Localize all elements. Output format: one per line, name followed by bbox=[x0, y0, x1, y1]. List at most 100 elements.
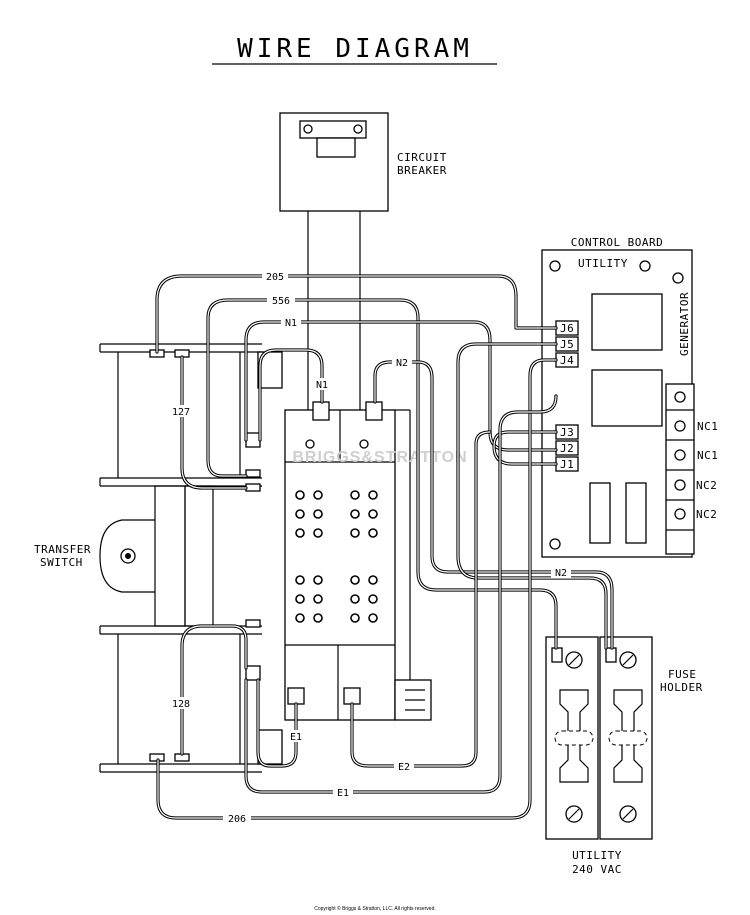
circuit-breaker-label-1: CIRCUIT bbox=[397, 151, 447, 164]
wire-label-n2-top: N2 bbox=[396, 358, 408, 369]
watermark: BRIGGS&STRATTON bbox=[292, 449, 467, 466]
relay-small bbox=[625, 482, 647, 544]
terminal-hole-icon bbox=[368, 594, 378, 604]
fuse-icon bbox=[559, 689, 589, 783]
coil-terminal bbox=[245, 469, 261, 478]
j4-label: J4 bbox=[560, 354, 574, 367]
j5-label: J5 bbox=[560, 338, 574, 351]
fuse-holder: FUSE HOLDER UTILITY 240 VAC bbox=[545, 636, 703, 876]
coil-terminal bbox=[245, 483, 261, 492]
mount-hole-icon bbox=[672, 272, 684, 284]
nc2-label-b: NC2 bbox=[696, 508, 717, 521]
relay-generator bbox=[591, 369, 663, 427]
terminal-hole-icon bbox=[350, 575, 360, 585]
terminal-hole-icon bbox=[368, 575, 378, 585]
j1-label: J1 bbox=[560, 458, 574, 471]
transfer-switch: TRANSFER SWITCH bbox=[34, 343, 283, 773]
transfer-switch-label-1: TRANSFER bbox=[34, 543, 91, 556]
terminal-hole-icon bbox=[350, 490, 360, 500]
coil-terminal bbox=[245, 665, 261, 681]
fuse-holder-label-1: FUSE bbox=[668, 668, 697, 681]
nc-screw-icon bbox=[674, 391, 686, 403]
fuse-terminal bbox=[605, 647, 617, 663]
title-text: WIRE DIAGRAM bbox=[237, 34, 473, 64]
terminal-hole-icon bbox=[350, 594, 360, 604]
wire-label-127: 127 bbox=[172, 407, 190, 418]
fuse-holder-label-2: HOLDER bbox=[660, 681, 703, 694]
terminal-hole-icon bbox=[313, 613, 323, 623]
transfer-switch-center-frame bbox=[154, 485, 186, 627]
wire-labels: 205 556 N1 N1 N2 N2 127 128 E1 E1 E2 206 bbox=[168, 270, 571, 825]
terminal-j2[interactable] bbox=[555, 440, 579, 456]
terminal-hole-icon bbox=[295, 575, 305, 585]
wire-label-205: 205 bbox=[266, 272, 284, 283]
mount-hole-icon bbox=[549, 260, 561, 272]
wire-label-e2: E2 bbox=[398, 762, 410, 773]
transfer-switch-center-frame bbox=[184, 485, 214, 627]
circuit-breaker-label-2: BREAKER bbox=[397, 164, 447, 177]
wire-205 bbox=[155, 274, 558, 354]
terminal-hole-icon bbox=[350, 509, 360, 519]
breaker-screw-icon bbox=[303, 124, 313, 134]
n2-lug bbox=[365, 401, 383, 421]
utility-240-label-2: 240 VAC bbox=[572, 863, 622, 876]
e1-lug bbox=[287, 687, 305, 705]
transfer-switch-label-2: SWITCH bbox=[40, 556, 83, 569]
nc-screw-icon[interactable] bbox=[674, 449, 686, 461]
terminal-hole-icon bbox=[350, 528, 360, 538]
upper-coil-contact bbox=[257, 351, 283, 389]
j3-label: J3 bbox=[560, 426, 574, 439]
terminal-hole-icon bbox=[313, 528, 323, 538]
nc1-label-b: NC1 bbox=[697, 449, 718, 462]
mount-hole-icon bbox=[549, 538, 561, 550]
control-board-label: CONTROL BOARD bbox=[571, 236, 664, 249]
fuse-cartridge bbox=[608, 730, 648, 746]
terminal-hole-icon bbox=[295, 490, 305, 500]
wires bbox=[155, 274, 614, 820]
breaker-screw-icon bbox=[353, 124, 363, 134]
terminal-hole-icon bbox=[295, 509, 305, 519]
wire-label-n1-top: N1 bbox=[285, 318, 297, 329]
mount-hole-icon bbox=[639, 260, 651, 272]
fuse-terminal bbox=[551, 647, 563, 663]
relay-utility bbox=[591, 293, 663, 351]
control-board: CONTROL BOARD UTILITY GENERATOR J6 J5 J4… bbox=[541, 236, 718, 558]
utility-relay-label: UTILITY bbox=[578, 257, 628, 270]
copyright-text: Copyright © Briggs & Stratton, LLC. All … bbox=[314, 905, 436, 912]
nc1-label-a: NC1 bbox=[697, 420, 718, 433]
terminal-hole-icon bbox=[368, 613, 378, 623]
lower-coil-contact bbox=[257, 729, 283, 765]
terminal-hole-icon bbox=[368, 528, 378, 538]
terminal-hole-icon bbox=[313, 509, 323, 519]
wire-label-556: 556 bbox=[272, 296, 290, 307]
generator-relay-label: GENERATOR bbox=[678, 292, 691, 356]
nc-screw-icon[interactable] bbox=[674, 479, 686, 491]
coil-terminal bbox=[245, 619, 261, 628]
utility-240-label-1: UTILITY bbox=[572, 849, 622, 862]
diagram-title: WIRE DIAGRAM bbox=[212, 34, 497, 65]
nc-screw-icon[interactable] bbox=[674, 508, 686, 520]
e2-lug bbox=[343, 687, 361, 705]
nc-terminal-strip bbox=[665, 383, 695, 555]
wire-label-e1-short: E1 bbox=[290, 732, 302, 743]
terminal-hole-icon bbox=[350, 613, 360, 623]
terminal-hole-icon bbox=[313, 490, 323, 500]
nc-screw-icon[interactable] bbox=[674, 420, 686, 432]
wire-label-n2-bottom: N2 bbox=[555, 568, 567, 579]
wire-127 bbox=[180, 355, 248, 490]
transfer-switch-arm bbox=[99, 519, 155, 593]
fuse-cartridge bbox=[554, 730, 594, 746]
wire-128 bbox=[180, 624, 248, 756]
breaker-handle bbox=[316, 137, 356, 158]
terminal-hole-icon bbox=[313, 594, 323, 604]
terminal-block bbox=[284, 401, 432, 721]
circuit-breaker: CIRCUIT BREAKER bbox=[279, 112, 447, 410]
terminal-hole-icon bbox=[368, 509, 378, 519]
j6-label: J6 bbox=[560, 322, 574, 335]
screw-icon bbox=[305, 439, 315, 449]
j2-label: J2 bbox=[560, 442, 574, 455]
fuse-icon bbox=[613, 689, 643, 783]
wire-label-206: 206 bbox=[228, 814, 246, 825]
terminal-hole-icon bbox=[295, 613, 305, 623]
